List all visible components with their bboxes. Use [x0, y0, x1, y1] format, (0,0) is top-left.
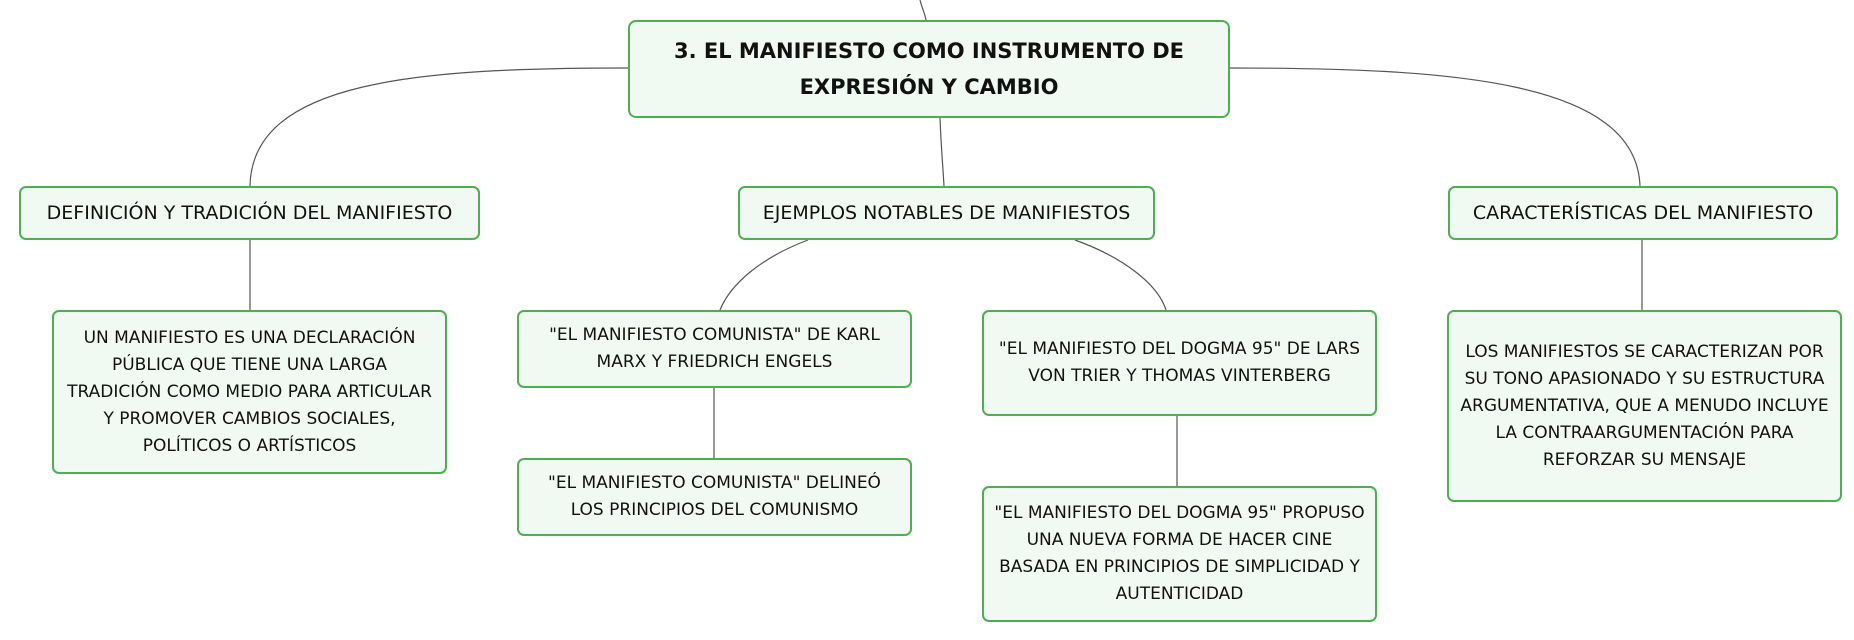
subtopic-dogma-detail[interactable]: "EL MANIFIESTO DEL DOGMA 95" PROPUSO UNA…	[982, 486, 1377, 622]
subtopic-definicion-detail[interactable]: UN MANIFIESTO ES UNA DECLARACIÓN PÚBLICA…	[52, 310, 447, 474]
subtopic-label: "EL MANIFIESTO DEL DOGMA 95" PROPUSO UNA…	[994, 503, 1365, 604]
connector-ejemplos-to-comunista	[719, 239, 809, 311]
subtopic-label: "EL MANIFIESTO COMUNISTA" DELINEÓ LOS PR…	[548, 473, 881, 520]
central-topic-label: 3. EL MANIFIESTO COMO INSTRUMENTO DE EXP…	[673, 39, 1185, 99]
connector-root-to-definicion	[249, 67, 629, 187]
subtopic-label: LOS MANIFIESTOS SE CARACTERIZAN POR SU T…	[1460, 341, 1829, 470]
topic-definicion[interactable]: DEFINICIÓN Y TRADICIÓN DEL MANIFIESTO	[19, 186, 480, 240]
subtopic-manifiesto-comunista[interactable]: "EL MANIFIESTO COMUNISTA" DE KARL MARX Y…	[517, 310, 912, 388]
subtopic-caracteristicas-detail[interactable]: LOS MANIFIESTOS SE CARACTERIZAN POR SU T…	[1447, 310, 1842, 502]
topic-label: EJEMPLOS NOTABLES DE MANIFIESTOS	[762, 202, 1131, 224]
topic-ejemplos[interactable]: EJEMPLOS NOTABLES DE MANIFIESTOS	[738, 186, 1155, 240]
connector-parent-to-root	[919, 0, 927, 21]
subtopic-dogma-95[interactable]: "EL MANIFIESTO DEL DOGMA 95" DE LARS VON…	[982, 310, 1377, 416]
subtopic-label: "EL MANIFIESTO COMUNISTA" DE KARL MARX Y…	[549, 325, 880, 372]
subtopic-comunista-detail[interactable]: "EL MANIFIESTO COMUNISTA" DELINEÓ LOS PR…	[517, 458, 912, 536]
connector-root-to-caracteristicas	[1228, 67, 1641, 187]
central-topic[interactable]: 3. EL MANIFIESTO COMO INSTRUMENTO DE EXP…	[628, 20, 1230, 118]
topic-caracteristicas[interactable]: CARACTERÍSTICAS DEL MANIFIESTO	[1448, 186, 1838, 240]
subtopic-label: "EL MANIFIESTO DEL DOGMA 95" DE LARS VON…	[998, 339, 1361, 386]
connector-ejemplos-to-dogma	[1074, 239, 1167, 311]
connector-root-to-ejemplos	[939, 117, 945, 187]
topic-label: DEFINICIÓN Y TRADICIÓN DEL MANIFIESTO	[46, 202, 453, 224]
topic-label: CARACTERÍSTICAS DEL MANIFIESTO	[1472, 202, 1814, 224]
subtopic-label: UN MANIFIESTO ES UNA DECLARACIÓN PÚBLICA…	[67, 327, 432, 456]
